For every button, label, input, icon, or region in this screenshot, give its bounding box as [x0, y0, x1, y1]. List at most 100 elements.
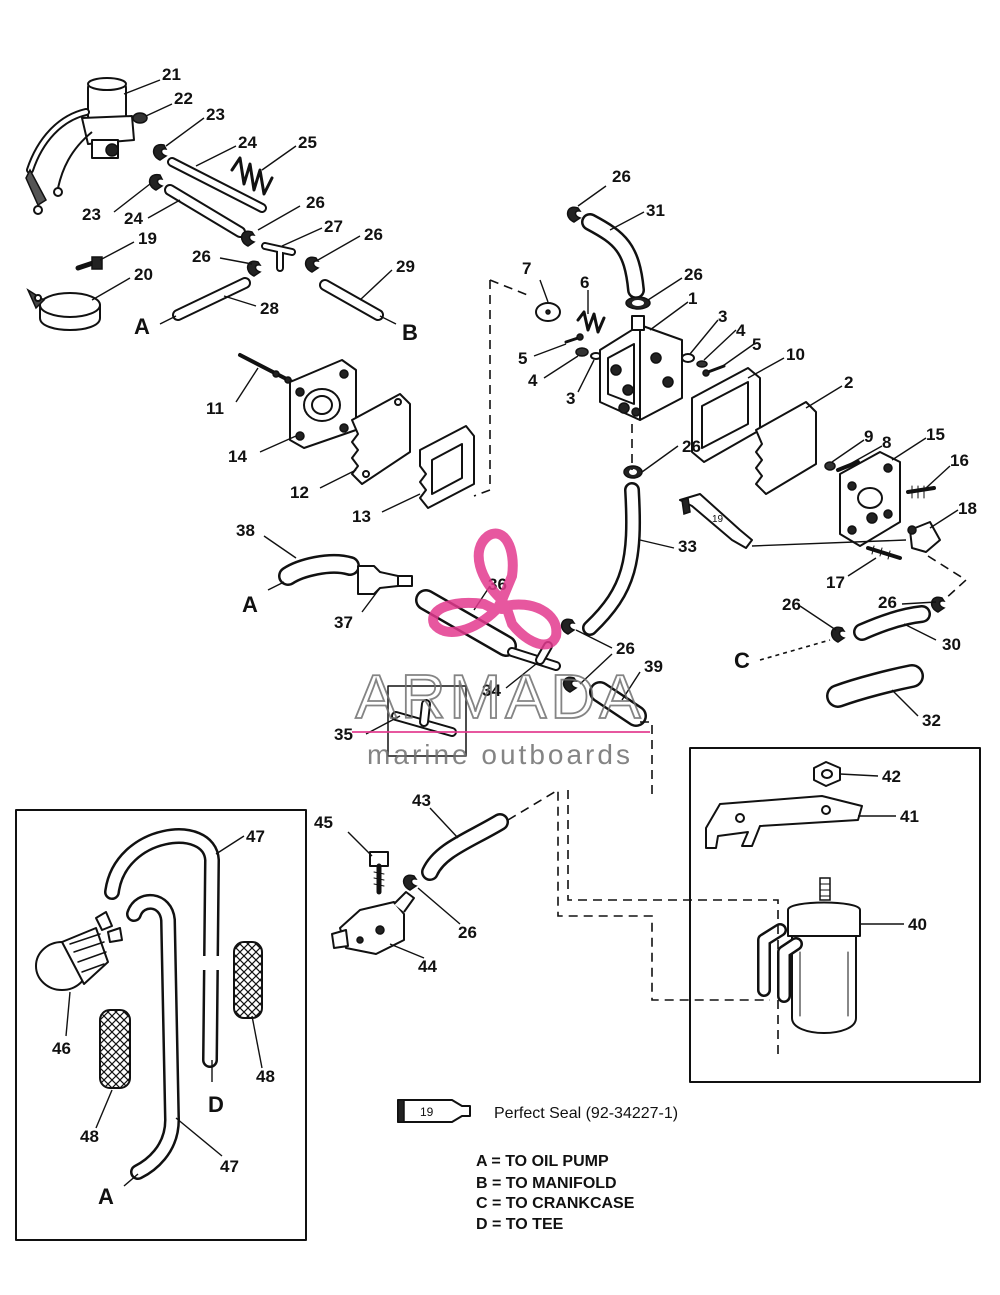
routing-line-pump-filter	[507, 788, 770, 1001]
callout-34: 34	[482, 681, 501, 700]
sealant-legend: 19 Perfect Seal (92-34227-1)	[397, 1099, 678, 1123]
callout-21: 21	[162, 65, 181, 84]
hose-24-upper	[167, 157, 267, 213]
callout-33: 33	[678, 537, 697, 556]
callout-26-f: 26	[682, 437, 701, 456]
hose-30	[853, 605, 931, 641]
callout-30: 30	[942, 635, 961, 654]
dest-b: B	[402, 320, 418, 345]
tee-fitting-27	[261, 242, 296, 272]
callout-6: 6	[580, 273, 589, 292]
callout-48-right: 48	[256, 1067, 275, 1086]
washer-3-right	[681, 353, 695, 363]
clamp-26-k	[402, 874, 418, 891]
elbow-fitting-18	[907, 521, 941, 553]
fuel-filter-inset-box	[689, 747, 981, 1083]
callout-2: 2	[844, 373, 853, 392]
legend-d: D = TO TEE	[476, 1216, 564, 1233]
gasket-12	[351, 393, 411, 485]
nut-42	[813, 761, 841, 787]
tube-label: 19	[712, 514, 724, 525]
hose-31	[581, 213, 645, 299]
sleeve-48-right	[233, 941, 263, 1019]
callout-42: 42	[882, 767, 901, 786]
fuel-hose-47-upper	[104, 828, 220, 1068]
callout-24-lower: 24	[124, 209, 143, 228]
callout-9: 9	[864, 427, 873, 446]
destination-letters: A B A C D A	[98, 314, 750, 1209]
callout-38: 38	[236, 521, 255, 540]
adapter-plate-14	[289, 359, 357, 449]
routing-line-crankcase	[759, 639, 831, 661]
clamp-26-j	[930, 596, 946, 613]
callout-numbers: 21 22 23 24 25 23 24 26 27 26 26 19 20 2…	[52, 65, 977, 1176]
watermark-brand: ARMADA	[355, 663, 644, 732]
callout-5-right: 5	[752, 335, 761, 354]
callout-29: 29	[396, 257, 415, 276]
callout-19: 19	[138, 229, 157, 248]
clamp-26-h	[562, 676, 578, 693]
clamp-26-c	[304, 256, 320, 273]
legend-a: A = TO OIL PUMP	[476, 1153, 609, 1170]
clamp-26-f	[623, 465, 643, 479]
sealant-tube-19: 19	[679, 493, 753, 549]
callout-44: 44	[418, 957, 437, 976]
fuel-hose-47-lower	[126, 893, 180, 1180]
hose-32	[826, 664, 924, 708]
callout-13: 13	[352, 507, 371, 526]
routing-line-hose-39	[640, 721, 653, 800]
callout-10: 10	[786, 345, 805, 364]
spring-6	[576, 310, 606, 334]
fuel-filter-40	[757, 877, 861, 1034]
routing-line-valve	[489, 279, 531, 297]
hose-break-gap	[196, 956, 226, 970]
callout-35: 35	[334, 725, 353, 744]
callout-18: 18	[958, 499, 977, 518]
legend-c: C = TO CRANKCASE	[476, 1195, 635, 1212]
check-valve-7	[535, 302, 561, 322]
callout-24-upper: 24	[238, 133, 257, 152]
watermark: ARMADA marine outboards	[352, 528, 650, 770]
bracket-41	[705, 795, 863, 849]
callout-40: 40	[908, 915, 927, 934]
callout-16: 16	[950, 451, 969, 470]
callout-23-upper: 23	[206, 105, 225, 124]
hose-43	[421, 813, 509, 881]
clamp-26-g	[560, 618, 576, 635]
callout-14: 14	[228, 447, 247, 466]
screw-16	[906, 485, 936, 499]
callout-22: 22	[174, 89, 193, 108]
callout-41: 41	[900, 807, 919, 826]
callout-26-j: 26	[458, 923, 477, 942]
primer-valve-44	[331, 891, 415, 955]
screw-17	[866, 545, 902, 560]
arrow-to-b	[379, 315, 397, 325]
callout-26-e: 26	[684, 265, 703, 284]
callout-26-h: 26	[782, 595, 801, 614]
routing-line-filter-return	[567, 790, 779, 1060]
dest-a-bottom: A	[98, 1184, 114, 1209]
callout-4-left: 4	[528, 371, 538, 390]
washer-22	[132, 112, 148, 124]
hose-24-lower	[164, 184, 246, 238]
washer-4-right	[696, 360, 708, 368]
callout-48-left: 48	[80, 1127, 99, 1146]
callout-31: 31	[646, 201, 665, 220]
clamp-23-upper	[152, 143, 168, 161]
dest-d: D	[208, 1092, 224, 1117]
callout-8: 8	[882, 433, 891, 452]
callout-11: 11	[206, 399, 224, 418]
propeller-logo-icon	[428, 528, 562, 650]
fuel-pump-body-1	[599, 315, 683, 421]
diaphragm-2	[755, 401, 817, 495]
hose-39	[589, 681, 647, 727]
seal-product-text: Perfect Seal (92-34227-1)	[494, 1105, 678, 1122]
callout-26-c: 26	[364, 225, 383, 244]
washer-9	[824, 461, 836, 471]
callout-27: 27	[324, 217, 343, 236]
routing-line-pump-plate	[473, 280, 491, 497]
clamp-23-lower	[148, 173, 164, 191]
callout-7: 7	[522, 259, 531, 278]
screw-5-left	[564, 333, 584, 344]
